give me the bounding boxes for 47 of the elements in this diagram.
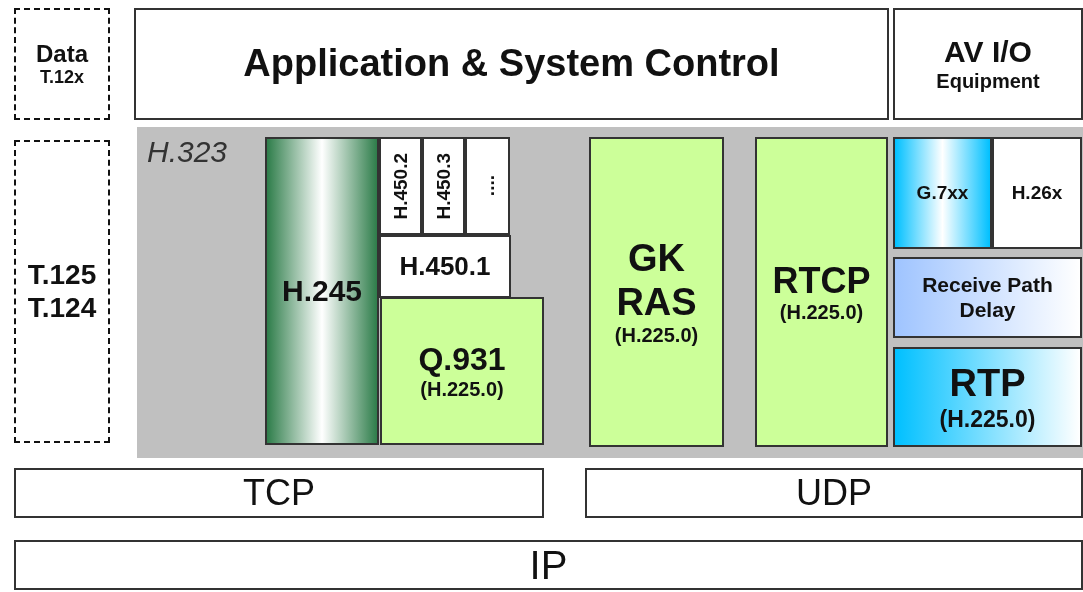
protocol-box xyxy=(755,137,888,447)
protocol-box xyxy=(379,137,422,235)
protocol-note: (H.225.0) xyxy=(420,377,504,401)
protocol-box xyxy=(380,297,544,445)
protocol-box xyxy=(893,257,1082,338)
protocol-box xyxy=(893,137,992,249)
protocol-note: (H.225.0) xyxy=(614,324,699,348)
protocol-label: T.125 xyxy=(27,259,97,292)
layer-bar xyxy=(585,468,1083,518)
protocol-note: (H.225.0) xyxy=(779,301,864,325)
protocol-label: H.26x xyxy=(1011,182,1063,204)
protocol-label: Application & System Control xyxy=(242,42,781,86)
protocol-note: Equipment xyxy=(936,69,1040,93)
protocol-label: AV I/O xyxy=(944,35,1032,70)
protocol-box xyxy=(893,347,1082,447)
protocol-label: Q.931 xyxy=(418,341,506,378)
protocol-label: H.450.3 xyxy=(432,152,455,220)
protocol-box xyxy=(992,137,1082,249)
dashed-box xyxy=(14,140,110,443)
protocol-box xyxy=(589,137,724,447)
protocol-label: Data xyxy=(36,39,88,68)
protocol-label: GK RAS xyxy=(615,236,698,325)
layer-bar xyxy=(14,540,1083,590)
layer-bar xyxy=(14,468,544,518)
protocol-box xyxy=(893,8,1083,120)
protocol-label: UDP xyxy=(796,472,872,514)
protocol-label: RTP xyxy=(949,361,1026,406)
protocol-label: Receive Path Delay xyxy=(921,273,1054,322)
protocol-label: G.7xx xyxy=(916,182,969,204)
protocol-label: TCP xyxy=(243,472,315,514)
band-title: H.323 xyxy=(147,135,228,170)
protocol-note: T.124 xyxy=(27,291,97,324)
protocol-box xyxy=(265,137,379,445)
protocol-label: H.245 xyxy=(281,273,363,309)
protocol-box xyxy=(379,235,511,298)
protocol-label: H.450.1 xyxy=(399,251,491,282)
protocol-box xyxy=(422,137,465,235)
protocol-label: H.450.2 xyxy=(389,152,412,220)
protocol-box xyxy=(465,137,510,235)
protocol-note: T.12x xyxy=(39,67,84,89)
protocol-note: (H.225.0) xyxy=(939,405,1036,433)
protocol-box xyxy=(134,8,889,120)
dashed-box xyxy=(14,8,110,120)
protocol-label: .... xyxy=(476,175,499,197)
protocol-label: IP xyxy=(529,542,568,588)
protocol-label: RTCP xyxy=(772,259,871,302)
stack-band xyxy=(137,127,1083,458)
